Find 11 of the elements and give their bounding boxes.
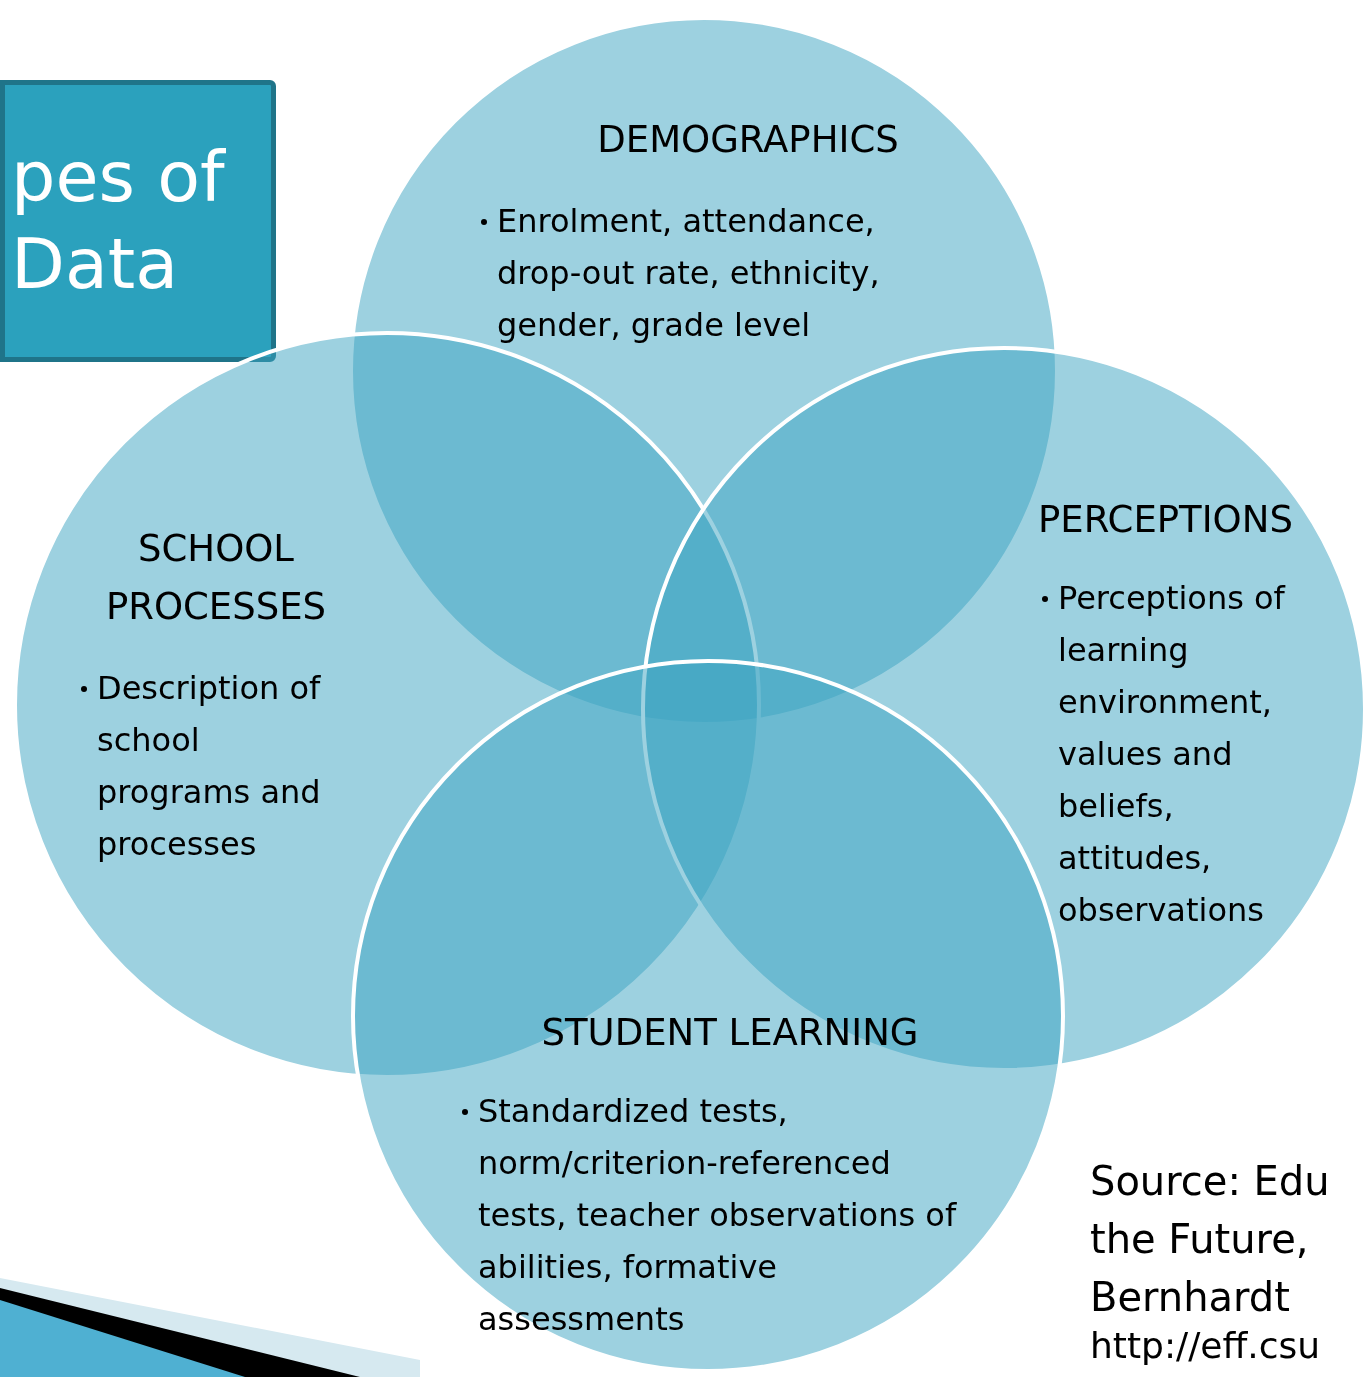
circle-heading: STUDENT LEARNING [541, 1010, 919, 1056]
source-note: Source: Edu the Future, Bernhardt [1090, 1157, 1331, 1322]
circle-heading: SCHOOL PROCESSES [104, 526, 328, 630]
circle-heading: DEMOGRAPHICS [597, 117, 899, 163]
circle-description: Standardized tests, norm/criterion-referenced tests, teacher observations of abilities, formative assessments [478, 1091, 958, 1340]
circle-heading: PERCEPTIONS [1038, 497, 1293, 543]
circle-description: Description of school programs and processes [97, 668, 322, 865]
circle-description: Enrolment, attendance, drop-out rate, ethnicity, gender, grade level [497, 201, 881, 346]
source-url: http://eff.csu [1090, 1324, 1321, 1368]
circle-description: Perceptions of learning environment, values and beliefs, attitudes, observations [1058, 578, 1287, 931]
title: pes of Data [10, 134, 227, 307]
